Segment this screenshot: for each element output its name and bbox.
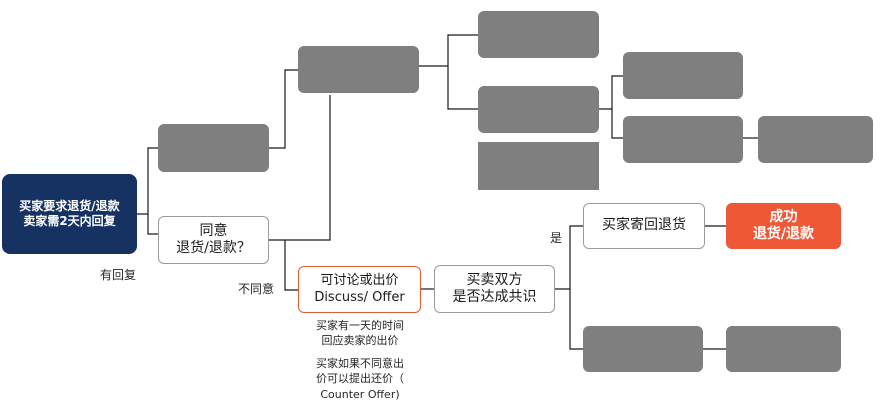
success-node: 成功 退货/退款 xyxy=(726,203,841,249)
hidden-block-mid xyxy=(478,142,599,190)
note1-line1: 买家有一天的时间 xyxy=(316,319,404,332)
label-yes: 是 xyxy=(550,231,563,245)
note2-line3: Counter Offer) xyxy=(320,387,400,401)
label-has-reply: 有回复 xyxy=(100,268,137,282)
consensus-node-line2: 是否达成共识 xyxy=(452,289,537,305)
note1-line2: 回应卖家的出价 xyxy=(321,334,399,348)
agree-node: 同意 退货/退款？ xyxy=(158,216,269,264)
success-node-line1: 成功 xyxy=(769,208,798,225)
note-buyer-response-time: 买家有一天的时间 回应卖家的出价 xyxy=(296,318,424,349)
hidden-node-far-right-3 xyxy=(758,116,873,163)
discuss-node-line1: 可讨论或出价 xyxy=(320,273,399,289)
start-node-return-request: 买家要求退货/退款 卖家需2天内回复 xyxy=(2,174,137,254)
label-disagree: 不同意 xyxy=(238,282,275,296)
hidden-node-upper-left xyxy=(158,124,269,172)
start-node-line2: 卖家需2天内回复 xyxy=(23,214,116,228)
discuss-node-line2: Discuss/ Offer xyxy=(314,289,405,305)
buyer-return-label: 买家寄回退货 xyxy=(602,217,686,234)
agree-node-line1: 同意 xyxy=(199,222,228,239)
hidden-node-top-right-1 xyxy=(478,11,599,58)
consensus-node-line1: 买卖双方 xyxy=(466,271,523,288)
hidden-node-bottom-1 xyxy=(583,326,703,372)
agree-node-line2: 退货/退款？ xyxy=(176,240,251,256)
hidden-node-upper-mid xyxy=(298,46,419,93)
success-node-line2: 退货/退款 xyxy=(752,226,815,242)
hidden-node-bottom-2 xyxy=(726,326,841,372)
hidden-node-far-right-2 xyxy=(623,116,743,163)
buyer-return-node: 买家寄回退货 xyxy=(583,203,705,249)
note2-line1: 买家如果不同意出 xyxy=(316,357,404,370)
consensus-node: 买卖双方 是否达成共识 xyxy=(434,265,555,313)
hidden-node-far-right-1 xyxy=(623,52,743,99)
start-node-line1: 买家要求退货/退款 xyxy=(19,199,120,213)
note2-line2: 价可以提出还价（ xyxy=(316,372,404,386)
discuss-offer-node: 可讨论或出价 Discuss/ Offer xyxy=(298,266,421,313)
hidden-node-top-right-2 xyxy=(478,86,599,133)
note-counter-offer: 买家如果不同意出 价可以提出还价（ Counter Offer) xyxy=(296,356,424,402)
